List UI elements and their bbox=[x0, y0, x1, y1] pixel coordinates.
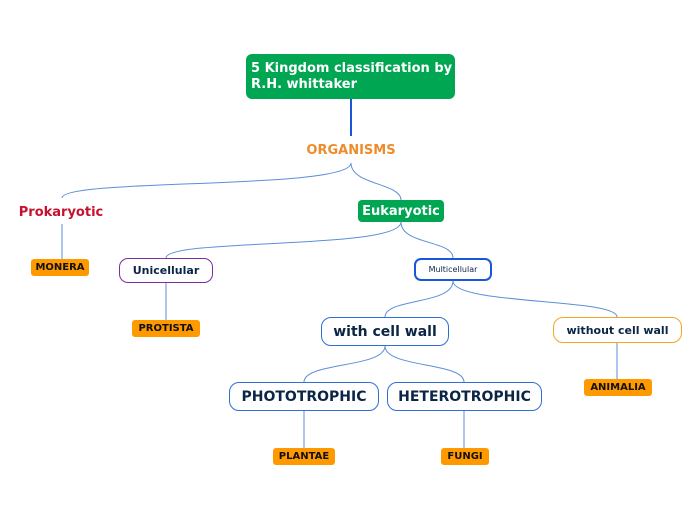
multicellular-node[interactable]: Multicellular bbox=[414, 258, 492, 281]
link-withwall-heterotrophic bbox=[384, 345, 465, 383]
link-eukaryotic-unicellular bbox=[165, 221, 402, 259]
phototrophic-node[interactable]: PHOTOTROPHIC bbox=[229, 382, 379, 411]
organisms-node[interactable]: ORGANISMS bbox=[306, 142, 396, 158]
unicellular-node[interactable]: Unicellular bbox=[119, 258, 213, 283]
with-cell-wall-node[interactable]: with cell wall bbox=[321, 317, 449, 346]
animalia-node[interactable]: ANIMALIA bbox=[584, 379, 652, 396]
root-topic[interactable]: 5 Kingdom classification by R.H. whittak… bbox=[246, 54, 455, 99]
monera-node[interactable]: MONERA bbox=[31, 259, 89, 276]
link-withwall-phototrophic bbox=[303, 345, 386, 383]
link-organisms-eukaryotic bbox=[350, 162, 402, 201]
heterotrophic-node[interactable]: HETEROTROPHIC bbox=[387, 382, 542, 411]
link-multicellular-withwall bbox=[384, 280, 454, 318]
eukaryotic-node[interactable]: Eukaryotic bbox=[358, 200, 444, 222]
protista-node[interactable]: PROTISTA bbox=[132, 320, 200, 337]
fungi-node[interactable]: FUNGI bbox=[441, 448, 489, 465]
link-organisms-prokaryotic bbox=[61, 162, 352, 199]
plantae-node[interactable]: PLANTAE bbox=[273, 448, 335, 465]
prokaryotic-node[interactable]: Prokaryotic bbox=[18, 204, 104, 220]
link-eukaryotic-multicellular bbox=[400, 221, 454, 259]
link-multicellular-withoutwall bbox=[452, 280, 618, 318]
without-cell-wall-node[interactable]: without cell wall bbox=[553, 317, 682, 343]
